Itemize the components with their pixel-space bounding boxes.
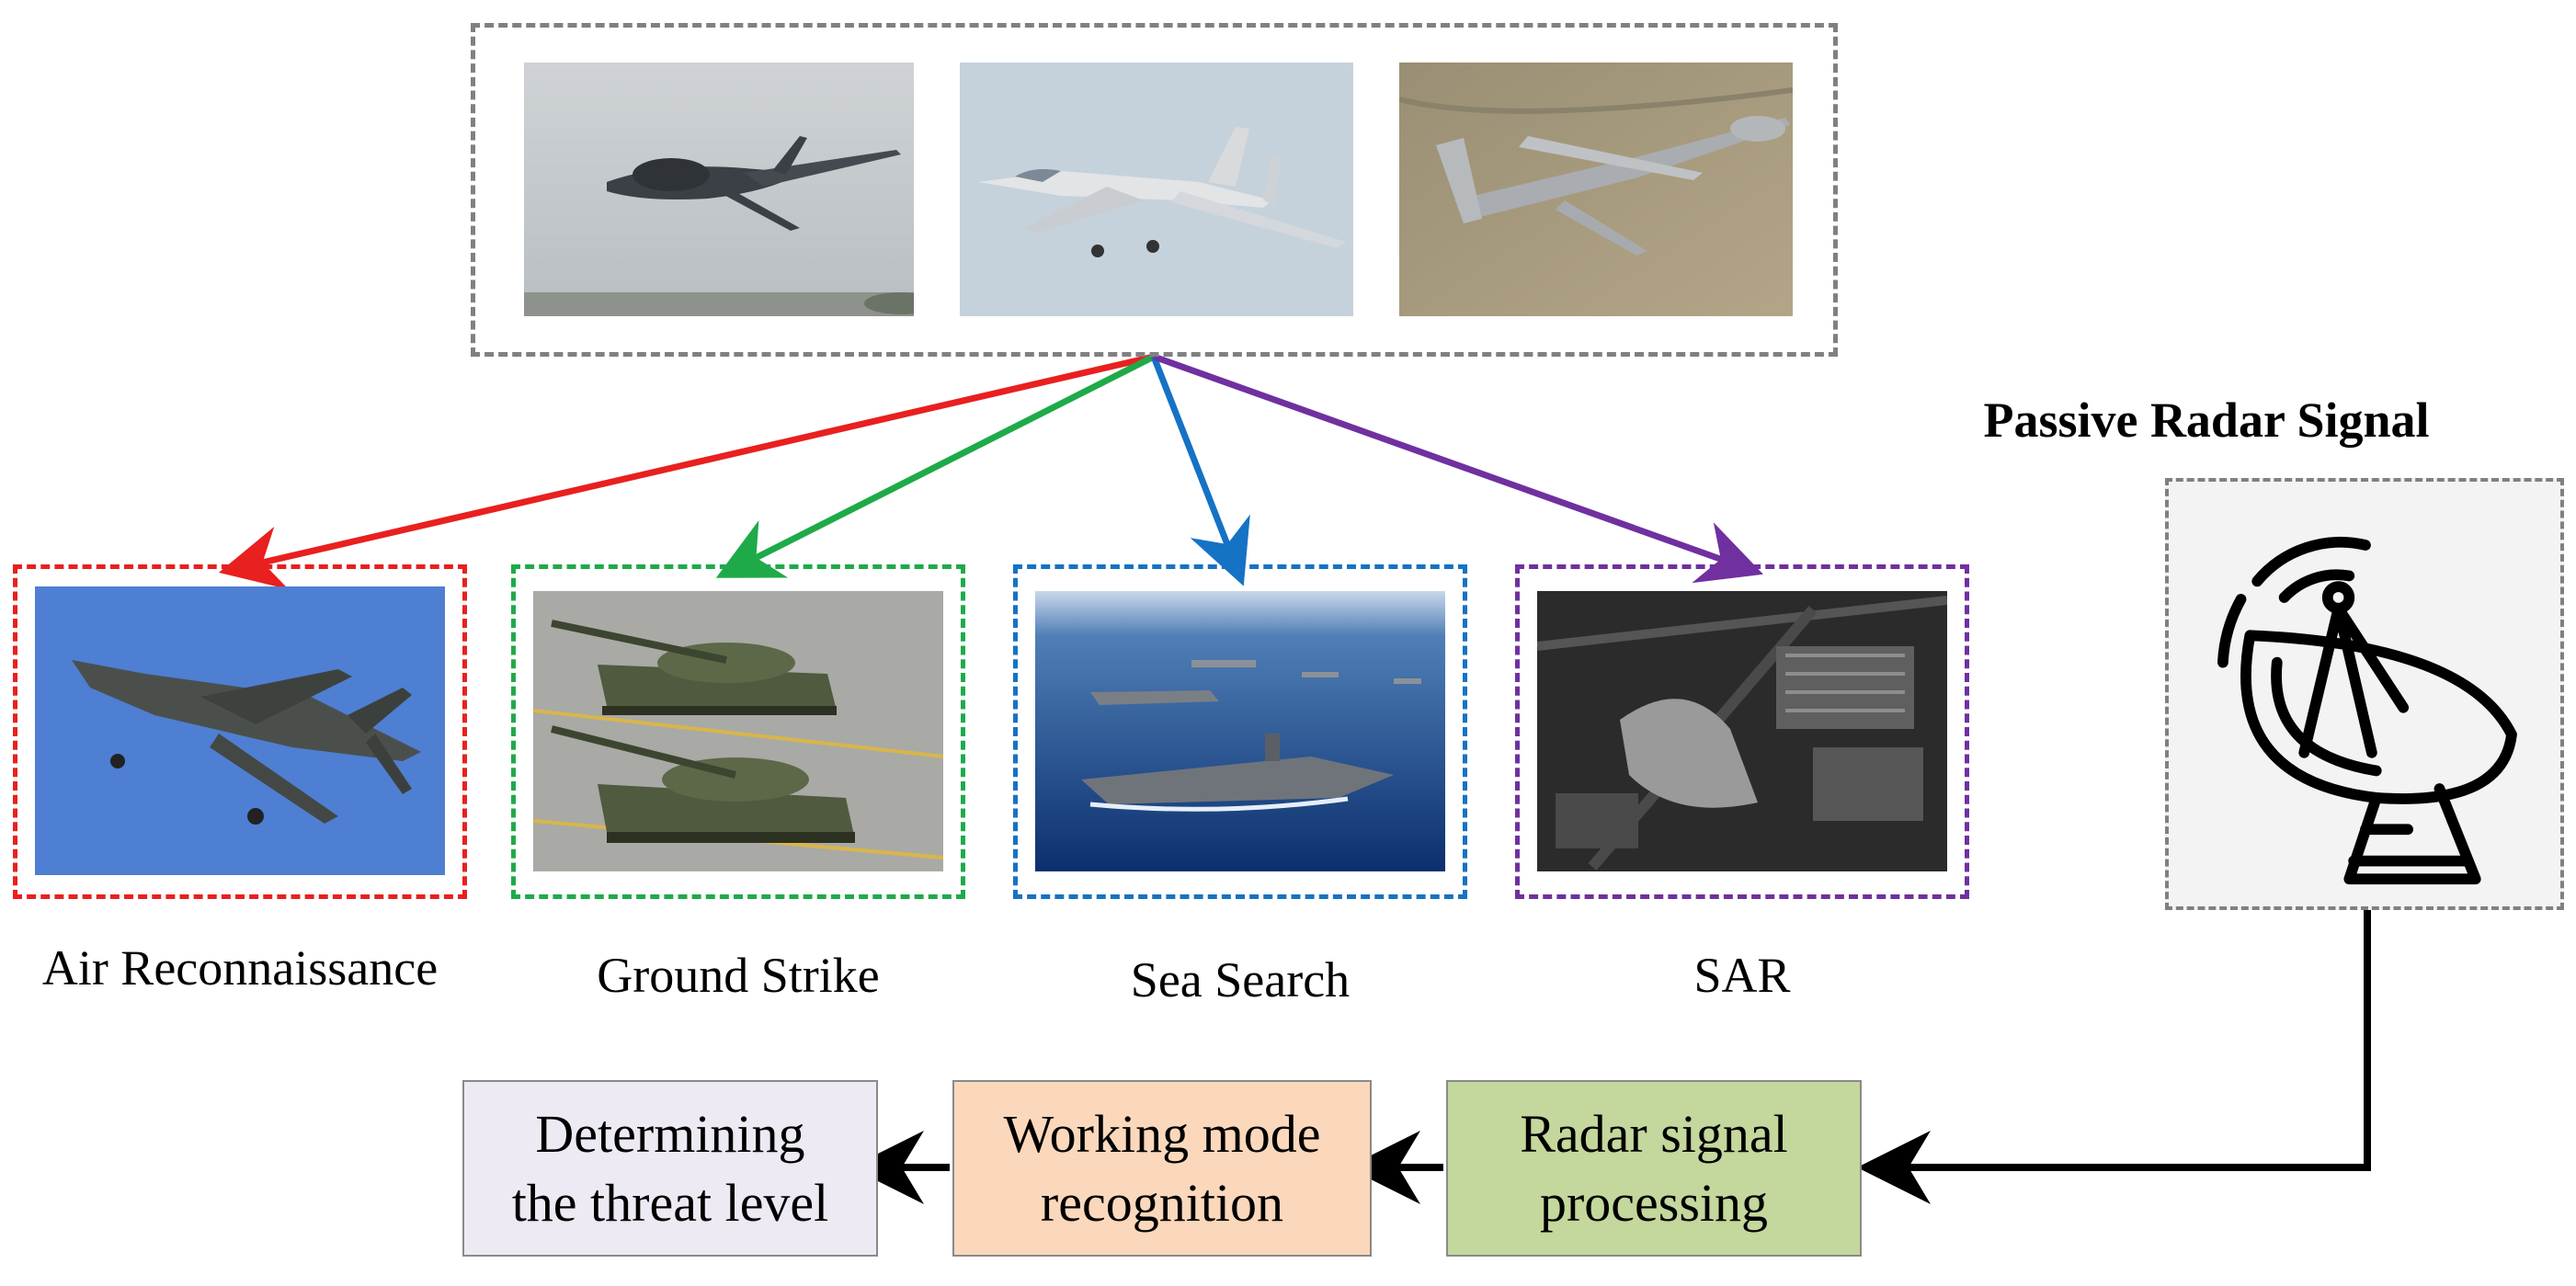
tanks-photo <box>533 591 943 871</box>
arrow-to-ground-strike <box>715 353 1156 578</box>
passive-radar-title: Passive Radar Signal <box>1983 393 2430 448</box>
radar-icon-frame <box>2165 478 2564 910</box>
signal-processing-step: Radar signal processing <box>1446 1080 1862 1257</box>
threat-level-step-label: Determining the threat level <box>511 1103 829 1233</box>
satellite-dish-icon <box>2217 536 2517 885</box>
ground-strike-frame <box>511 564 965 899</box>
mode-label-ground-strike: Ground Strike <box>597 948 880 1003</box>
global-hawk-drone-photo <box>524 63 914 316</box>
mode-label-sea-search: Sea Search <box>1130 952 1351 1007</box>
mode-label-sar: SAR <box>1693 948 1791 1003</box>
arrow-radar-to-processing <box>1857 910 2371 1204</box>
arrow-to-sar <box>1152 353 1763 584</box>
air-reconnaissance-frame <box>13 564 467 899</box>
mode-recognition-step-label: Working mode recognition <box>1003 1103 1321 1233</box>
reaper-drone-photo <box>1399 63 1793 316</box>
arrow-to-air-reconnaissance <box>218 353 1155 590</box>
sea-search-frame <box>1013 564 1467 899</box>
threat-level-step: Determining the threat level <box>462 1080 878 1257</box>
sar-image-photo <box>1537 591 1947 871</box>
arrow-to-sea-search <box>1150 355 1250 586</box>
fighter-jet-photo <box>960 63 1353 316</box>
signal-processing-step-label: Radar signal processing <box>1520 1103 1788 1233</box>
sar-frame <box>1515 564 1969 899</box>
mode-label-air-reconnaissance: Air Reconnaissance <box>41 940 439 996</box>
aircraft-group-frame <box>471 23 1838 357</box>
mode-recognition-step: Working mode recognition <box>952 1080 1372 1257</box>
stealth-fighter-photo <box>35 586 445 875</box>
carrier-fleet-photo <box>1035 591 1445 871</box>
